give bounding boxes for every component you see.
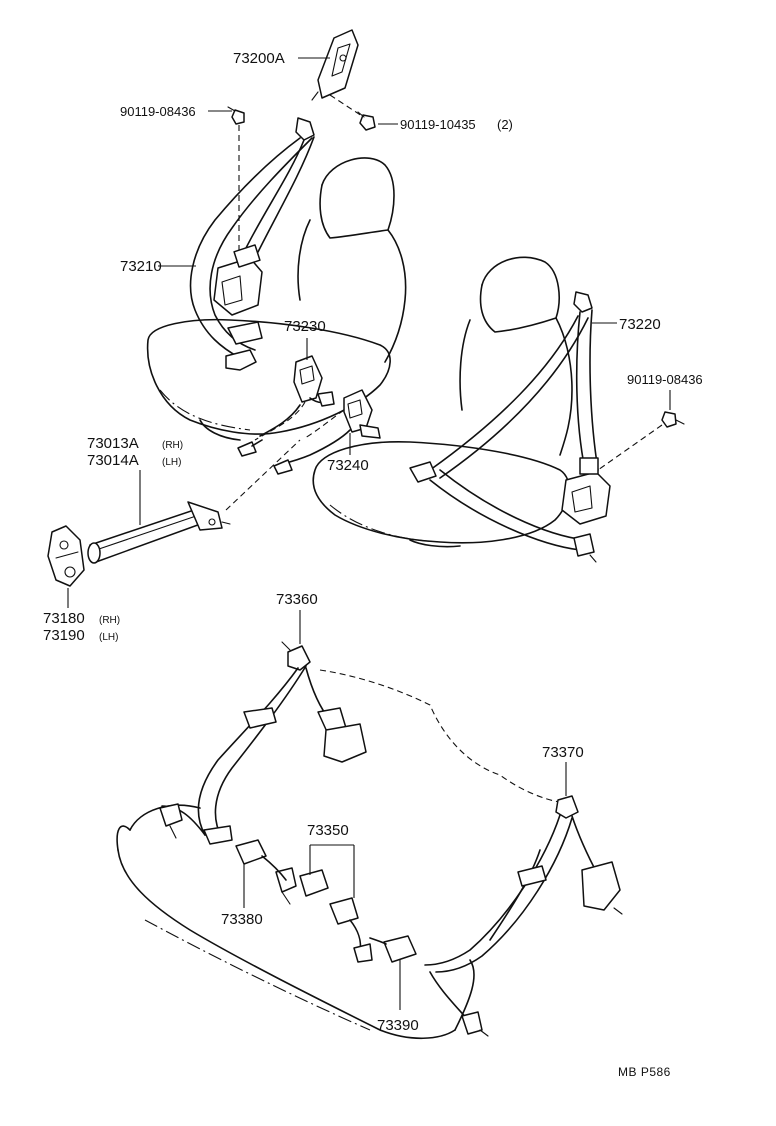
label-73210: 73210 <box>120 258 162 275</box>
label-73200A: 73200A <box>233 50 285 67</box>
part-73350-center-belt <box>275 867 373 963</box>
label-73370: 73370 <box>542 744 584 761</box>
label-90119-10435-qty: (2) <box>497 117 513 132</box>
part-73390-buckle <box>369 935 417 963</box>
label-73390: 73390 <box>377 1017 419 1034</box>
bolt-90119-10435 <box>357 111 376 131</box>
label-73360: 73360 <box>276 591 318 608</box>
part-73210-front-belt-left <box>189 117 315 371</box>
part-73013A-slide-rail <box>87 439 301 564</box>
label-73230: 73230 <box>284 318 326 335</box>
part-73180-anchor-plate <box>47 525 85 587</box>
part-73200A-shoulder-adjuster <box>311 29 366 119</box>
label-73350: 73350 <box>307 822 349 839</box>
label-73014A: 73014A <box>87 452 139 469</box>
label-73190: 73190 <box>43 627 85 644</box>
part-73230-buckle <box>237 355 335 457</box>
label-73180-side: (RH) <box>99 615 120 626</box>
label-90119-10435: 90119-10435 <box>400 117 476 132</box>
label-90119-08436-top: 90119-08436 <box>120 104 196 119</box>
part-73220-front-belt-right <box>409 291 611 563</box>
label-73220: 73220 <box>619 316 661 333</box>
front-seat-right <box>312 256 573 548</box>
label-73014A-side: (LH) <box>162 457 181 468</box>
part-73380-buckle <box>235 839 287 881</box>
part-73370-rear-belt-right <box>424 795 623 1037</box>
label-73013A: 73013A <box>87 435 139 452</box>
label-90119-08436-right: 90119-08436 <box>627 372 703 387</box>
label-73240: 73240 <box>327 457 369 474</box>
label-73190-side: (LH) <box>99 632 118 643</box>
front-seat-left <box>146 157 407 441</box>
part-73240-buckle <box>273 389 381 475</box>
label-73380: 73380 <box>221 911 263 928</box>
label-73013A-side: (RH) <box>162 440 183 451</box>
bolt-90119-08436-top <box>227 106 245 125</box>
part-73360-rear-belt-left <box>159 641 367 845</box>
diagram-code: MB P586 <box>618 1065 671 1079</box>
label-73180: 73180 <box>43 610 85 627</box>
bolt-90119-08436-right <box>661 411 685 428</box>
